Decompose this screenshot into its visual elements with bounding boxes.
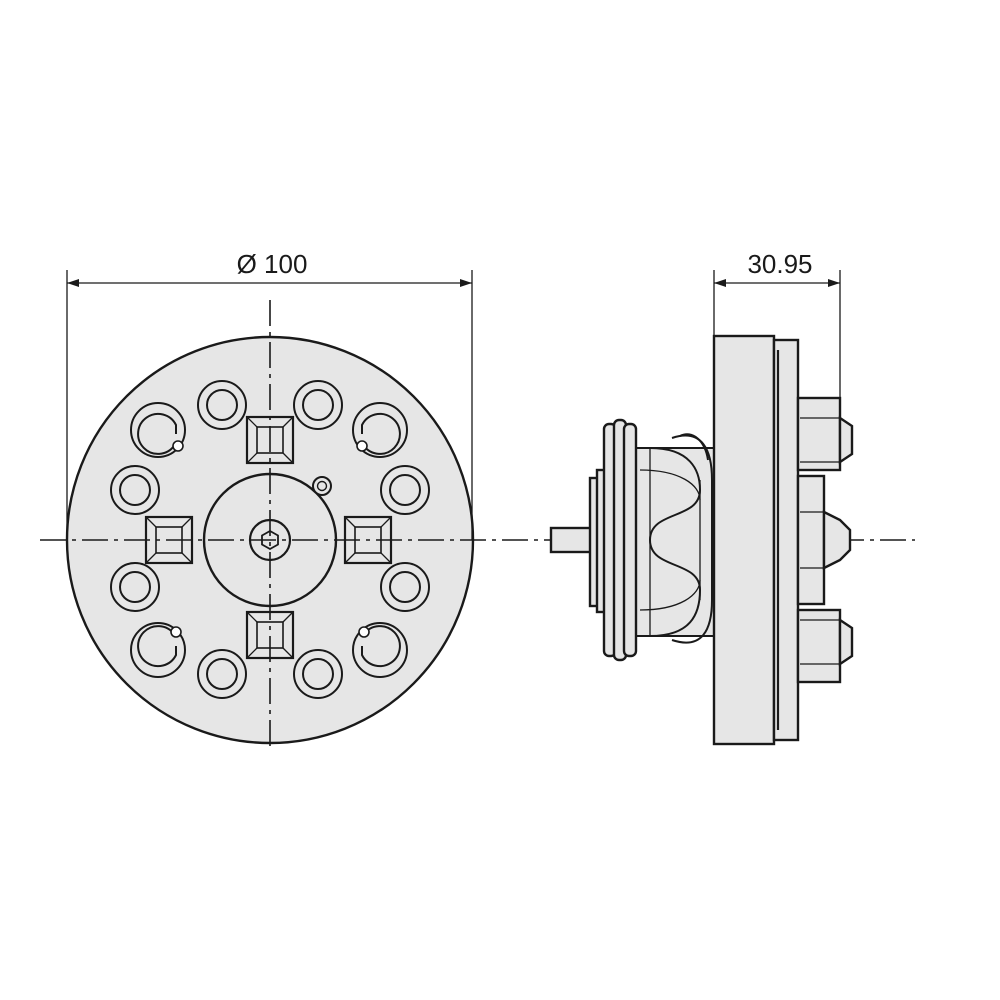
diameter-dimension: Ø 100 <box>66 249 473 540</box>
spring <box>639 433 713 644</box>
mounting-hole <box>197 649 247 699</box>
front-view <box>65 300 475 752</box>
hex-socket <box>261 529 279 551</box>
keyhole-slot <box>130 622 186 678</box>
length-dimension: 30.95 <box>713 249 841 398</box>
keyhole-slot <box>130 402 186 458</box>
keyhole-slot <box>352 402 408 458</box>
diameter-label: Ø 100 <box>237 249 308 279</box>
mounting-hole <box>293 649 343 699</box>
mounting-hole <box>110 562 160 612</box>
spring-body <box>634 447 716 637</box>
mounting-hole <box>197 380 247 430</box>
side-view <box>549 334 854 746</box>
mounting-hole <box>380 465 430 515</box>
indicator-pin <box>312 476 332 496</box>
seal-ring <box>622 422 638 658</box>
pin-bottom <box>796 608 854 684</box>
flange <box>712 334 776 746</box>
keyhole-slot <box>352 622 408 678</box>
mounting-hole <box>110 465 160 515</box>
mounting-hole <box>293 380 343 430</box>
pin-middle <box>796 474 852 606</box>
mounting-hole <box>380 562 430 612</box>
length-label: 30.95 <box>747 249 812 279</box>
pin-top <box>796 396 854 472</box>
